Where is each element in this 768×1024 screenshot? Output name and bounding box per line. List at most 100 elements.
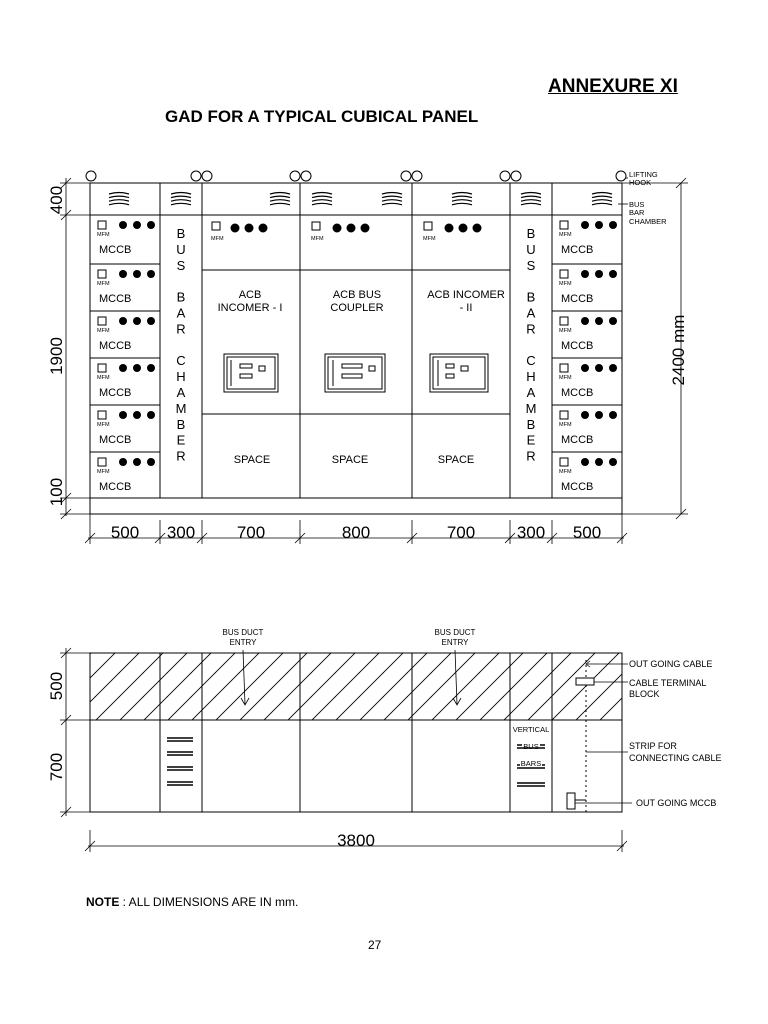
drawing-title: GAD FOR A TYPICAL CUBICAL PANEL bbox=[165, 107, 479, 126]
bus-bar-letter: C bbox=[176, 353, 185, 368]
cable-terminal-label: CABLE TERMINAL bbox=[629, 678, 706, 688]
front-callouts bbox=[618, 177, 628, 205]
space-label: SPACE bbox=[234, 454, 270, 466]
feeder-units: MFMMCCBMFMMCCBMFMMCCBMFMMCCBMFMMCCBMFMMC… bbox=[97, 220, 617, 493]
bus-bar-letter: S bbox=[527, 258, 536, 273]
mfm-box-icon bbox=[97, 363, 107, 373]
mfm-box-icon bbox=[97, 269, 107, 279]
bus-bar-letter: B bbox=[527, 417, 536, 432]
front-view bbox=[89, 182, 623, 515]
dim-3800: 3800 bbox=[337, 831, 375, 850]
bus-bar-letter: M bbox=[176, 401, 187, 416]
space-label: SPACE bbox=[332, 454, 368, 466]
bus-bar-letter: B bbox=[177, 417, 186, 432]
mfm-box-icon bbox=[559, 316, 569, 326]
mfm-label: MFM bbox=[559, 281, 572, 287]
lifting-hook-icon bbox=[400, 170, 412, 182]
bus-bar-chamber-label: BAR bbox=[629, 208, 645, 217]
acb-mfm-labels: MFM MFM MFM bbox=[211, 236, 436, 242]
mccb-label: MCCB bbox=[99, 340, 131, 352]
lifting-hook-icon bbox=[615, 170, 627, 182]
vent-icon bbox=[520, 191, 542, 206]
bus-bar-letter: B bbox=[177, 226, 186, 241]
feeder-unit: MFM MCCB bbox=[97, 220, 155, 256]
mfm-label: MFM bbox=[559, 422, 572, 428]
indicator-lamp-icon bbox=[595, 221, 603, 229]
lifting-hook-icon bbox=[190, 170, 202, 182]
mfm-box-icon bbox=[559, 220, 569, 230]
mfm-label: MFM bbox=[559, 375, 572, 381]
bus-duct-label: ENTRY bbox=[442, 638, 470, 647]
bus-duct-label: BUS DUCT bbox=[223, 628, 264, 637]
plan-busbars bbox=[167, 737, 545, 787]
bus-bar-letter: R bbox=[176, 321, 185, 336]
dim-700: 700 bbox=[447, 523, 475, 542]
indicator-lamp-icon bbox=[133, 221, 141, 229]
dim-800: 800 bbox=[342, 523, 370, 542]
indicator-lamp-icon bbox=[147, 458, 155, 466]
dim-500: 500 bbox=[47, 672, 66, 700]
vent-icon bbox=[170, 191, 192, 206]
plinth bbox=[89, 497, 623, 515]
indicator-lamp-icon bbox=[133, 270, 141, 278]
dim-100: 100 bbox=[47, 478, 66, 506]
lifting-hook-icon bbox=[510, 170, 522, 182]
bus-bar-letter: E bbox=[177, 433, 186, 448]
mfm-label: MFM bbox=[97, 375, 110, 381]
mccb-label: MCCB bbox=[99, 293, 131, 305]
acb-coupler-line1: ACB BUS bbox=[333, 289, 381, 301]
plan-callout-text: OUT GOING CABLE CABLE TERMINAL BLOCK STR… bbox=[629, 659, 722, 808]
vent-icon bbox=[451, 191, 473, 206]
top-busbar-band bbox=[89, 182, 623, 216]
indicator-lamp-icon bbox=[147, 317, 155, 325]
mfm-box-icon bbox=[97, 220, 107, 230]
acb-section-labels: ACB INCOMER - I ACB BUS COUPLER ACB INCO… bbox=[218, 289, 505, 466]
indicator-lamp-icon bbox=[609, 458, 617, 466]
bus-bar-letter: H bbox=[176, 369, 185, 384]
mccb-label: MCCB bbox=[99, 481, 131, 493]
dim-400: 400 bbox=[47, 186, 66, 214]
top-hatched-zone bbox=[89, 652, 623, 721]
mccb-label: MCCB bbox=[561, 387, 593, 399]
indicator-lamp-icon bbox=[609, 270, 617, 278]
indicator-lamp-icon bbox=[147, 364, 155, 372]
bars-label: BARS bbox=[521, 759, 541, 768]
bus-bar-letter: R bbox=[176, 449, 185, 464]
note-text: : ALL DIMENSIONS ARE IN mm. bbox=[119, 895, 299, 909]
mfm-box-icon bbox=[423, 221, 433, 231]
dim-1900: 1900 bbox=[47, 337, 66, 375]
dim-500: 500 bbox=[111, 523, 139, 542]
bus-bar-letter: A bbox=[177, 306, 186, 321]
dimension-note: NOTE : ALL DIMENSIONS ARE IN mm. bbox=[86, 895, 298, 909]
mfm-label: MFM bbox=[97, 328, 110, 334]
feeder-unit: MFM MCCB bbox=[559, 363, 617, 399]
bus-duct-entry-arrows bbox=[240, 649, 462, 706]
mfm-box-icon bbox=[97, 457, 107, 467]
mfm-label: MFM bbox=[311, 236, 324, 242]
mccb-label: MCCB bbox=[99, 244, 131, 256]
mfm-box-icon bbox=[559, 363, 569, 373]
acb-coupler-line2: COUPLER bbox=[330, 302, 383, 314]
feeder-unit: MFM MCCB bbox=[559, 457, 617, 493]
mfm-label: MFM bbox=[559, 469, 572, 475]
plan-left-dimensions bbox=[60, 647, 92, 818]
indicator-lamp-icon bbox=[609, 411, 617, 419]
mfm-label: MFM bbox=[97, 232, 110, 238]
acb-breaker-symbols bbox=[223, 353, 489, 393]
mfm-box-icon bbox=[559, 410, 569, 420]
front-left-dimensions bbox=[60, 177, 92, 520]
mccb-label: MCCB bbox=[561, 481, 593, 493]
indicator-lamp-icon bbox=[147, 221, 155, 229]
plan-left-dim-text: 500 700 bbox=[47, 672, 66, 781]
plan-bottom-dimension bbox=[84, 830, 628, 852]
page-number: 27 bbox=[368, 938, 382, 952]
lifting-hook-label: HOOK bbox=[629, 178, 651, 187]
indicator-lamp-icon bbox=[595, 411, 603, 419]
lifting-hook-icon bbox=[499, 170, 511, 182]
